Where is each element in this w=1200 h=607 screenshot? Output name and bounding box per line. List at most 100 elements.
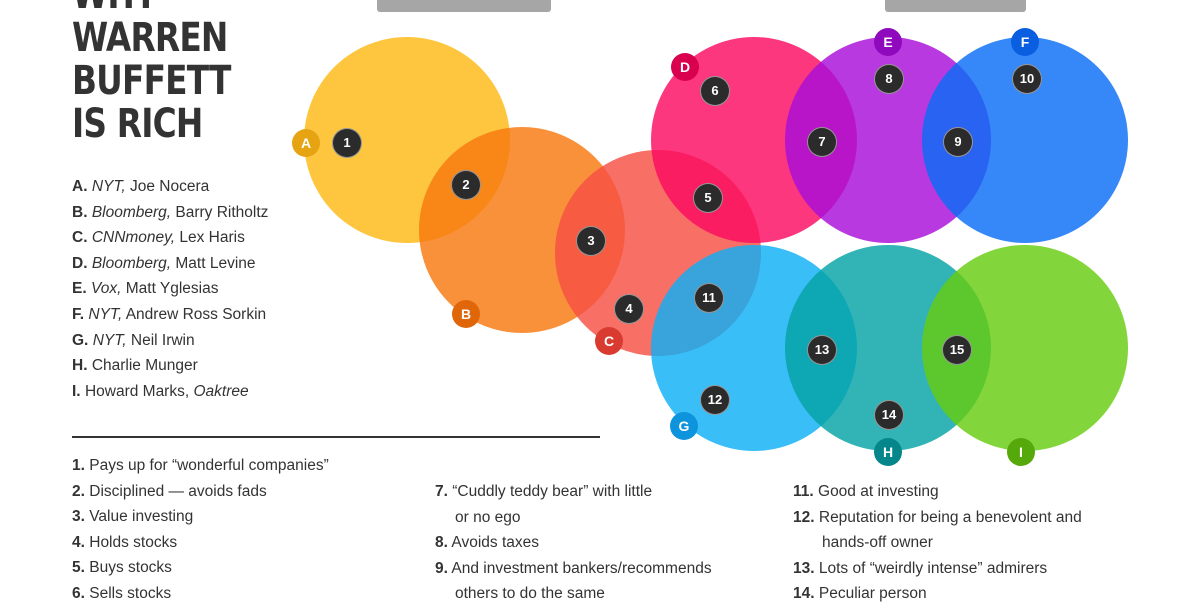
source-letter: I. <box>72 382 81 400</box>
reason-number: 9. <box>435 559 448 577</box>
reason-number: 14. <box>793 585 815 603</box>
reason-number: 13. <box>793 559 815 577</box>
source-outlet: NYT, <box>91 178 126 195</box>
reason-item: 6. Sells stocks <box>72 581 329 607</box>
reason-text: Buys stocks <box>84 559 172 577</box>
source-outlet: Bloomberg, <box>91 203 172 221</box>
title-line: WHY <box>72 0 231 17</box>
source-name: Barry Ritholtz <box>171 203 269 221</box>
number-marker: 11 <box>694 283 724 313</box>
number-marker: 7 <box>807 127 837 157</box>
source-name: Andrew Ross Sorkin <box>122 305 267 323</box>
source-name: Matt Levine <box>171 254 256 272</box>
investing-skills-header: INVESTING SKILLS <box>377 0 551 12</box>
reason-text-continued: others to do the same <box>455 585 605 603</box>
source-name: Joe Nocera <box>125 178 210 195</box>
reason-item: 11. Good at investing <box>793 479 1082 505</box>
reason-number: 7. <box>435 483 448 500</box>
source-name: Neil Irwin <box>126 331 195 349</box>
reason-item: 12. Reputation for being a benevolent an… <box>793 505 1082 556</box>
reason-text: Avoids taxes <box>447 534 539 552</box>
reason-text: Sells stocks <box>84 584 172 602</box>
source-outlet: NYT, <box>92 331 127 349</box>
reason-text-continued: or no ego <box>455 508 521 526</box>
reason-number: 11. <box>793 483 814 500</box>
reason-number: 4. <box>72 533 85 551</box>
reason-number: 1. <box>72 457 85 474</box>
reason-text: Lots of “weirdly intense” admirers <box>814 559 1048 577</box>
reason-item: 9. And investment bankers/recommends othe… <box>435 556 712 607</box>
reason-text: Good at investing <box>813 483 939 500</box>
badge-a: A <box>292 129 320 157</box>
number-marker: 10 <box>1012 64 1042 94</box>
reason-number: 6. <box>72 584 85 602</box>
source-letter: F. <box>72 305 85 323</box>
number-marker: 8 <box>874 64 904 94</box>
number-marker: 1 <box>332 128 362 158</box>
reason-text: “Cuddly teddy bear” with little <box>447 483 653 500</box>
reason-item: 5. Buys stocks <box>72 555 329 581</box>
badge-e: E <box>874 28 902 56</box>
number-marker: 13 <box>807 335 837 365</box>
reason-item: 3. Value investing <box>72 504 329 530</box>
source-letter: B. <box>72 203 88 221</box>
reasons-column-2: 7. “Cuddly teddy bear” with little or no … <box>435 479 712 607</box>
reason-number: 12. <box>793 508 815 526</box>
reason-item: 7. “Cuddly teddy bear” with little or no … <box>435 479 712 530</box>
reason-text: Pays up for “wonderful companies” <box>84 457 329 474</box>
number-marker: 15 <box>942 335 972 365</box>
source-name: Howard Marks, <box>84 382 194 400</box>
source-item: H. Charlie Munger <box>72 353 268 379</box>
source-item: G. NYT, Neil Irwin <box>72 328 268 354</box>
source-item: F. NYT, Andrew Ross Sorkin <box>72 302 268 328</box>
source-item: I. Howard Marks, Oaktree <box>72 379 268 405</box>
source-item: C. CNNmoney, Lex Haris <box>72 225 268 251</box>
number-marker: 6 <box>700 76 730 106</box>
badge-i: I <box>1007 438 1035 466</box>
reason-item: 14. Peculiar person <box>793 581 1082 607</box>
reason-text: Reputation for being a benevolent and <box>814 508 1082 526</box>
source-item: B. Bloomberg, Barry Ritholtz <box>72 200 268 226</box>
number-marker: 14 <box>874 400 904 430</box>
source-name: Charlie Munger <box>91 357 198 375</box>
source-letter: A. <box>72 178 88 195</box>
reason-text-continued: hands-off owner <box>822 534 933 552</box>
number-marker: 5 <box>693 183 723 213</box>
reason-item: 4. Holds stocks <box>72 530 329 556</box>
source-letter: D. <box>72 254 88 272</box>
page-title: WHY WARREN BUFFETT IS RICH <box>72 0 231 146</box>
badge-f: F <box>1011 28 1039 56</box>
source-outlet: Vox, <box>90 280 122 298</box>
reason-number: 2. <box>72 482 85 500</box>
source-outlet: NYT, <box>88 305 123 323</box>
source-letter: G. <box>72 331 89 349</box>
reason-text: Disciplined — avoids fads <box>84 482 267 500</box>
reason-item: 13. Lots of “weirdly intense” admirers <box>793 556 1082 582</box>
reason-text: Holds stocks <box>84 533 178 551</box>
number-marker: 3 <box>576 226 606 256</box>
title-line: BUFFETT <box>72 58 231 104</box>
reasons-column-1: 1. Pays up for “wonderful companies” 2. D… <box>72 453 329 607</box>
title-line: IS RICH <box>72 101 203 147</box>
divider <box>72 436 600 438</box>
source-letter: E. <box>72 280 87 298</box>
number-marker: 2 <box>451 170 481 200</box>
badge-d: D <box>671 53 699 81</box>
reason-text: Value investing <box>84 508 194 526</box>
number-marker: 12 <box>700 385 730 415</box>
source-item: D. Bloomberg, Matt Levine <box>72 251 268 277</box>
reason-text: And investment bankers/recommends <box>447 559 712 577</box>
source-suffix: Oaktree <box>193 382 249 400</box>
title-line: WARREN <box>72 15 228 61</box>
number-marker: 4 <box>614 294 644 324</box>
source-name: Lex Haris <box>175 229 245 247</box>
reason-item: 8. Avoids taxes <box>435 530 712 556</box>
reason-text: Peculiar person <box>814 585 927 603</box>
source-name: Matt Yglesias <box>121 280 219 298</box>
source-item: E. Vox, Matt Yglesias <box>72 276 268 302</box>
source-item: A. NYT, Joe Nocera <box>72 174 268 200</box>
reason-number: 5. <box>72 559 85 577</box>
personality-header: PERSONALITY <box>885 0 1026 12</box>
